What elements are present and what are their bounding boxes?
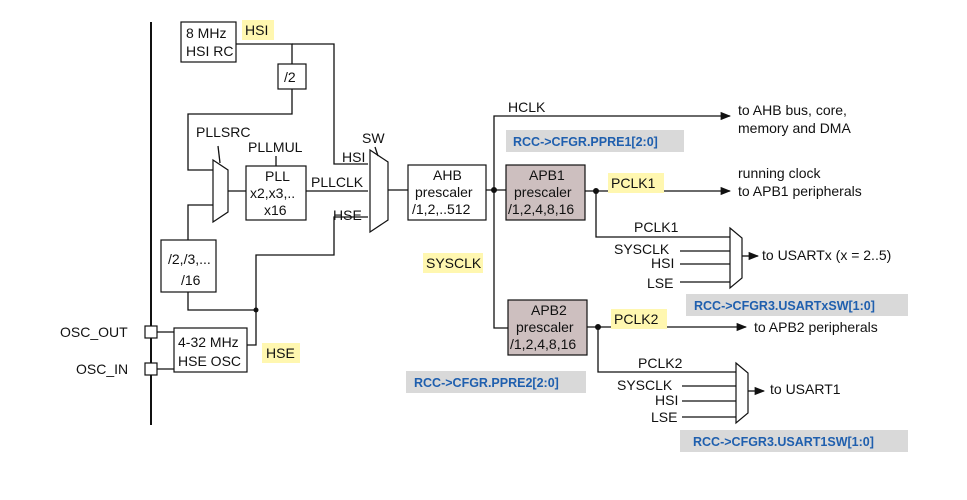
pllsrc-mux[interactable] — [212, 158, 229, 224]
sw-label: SW — [362, 130, 385, 146]
sysmux-hse-label: HSE — [333, 207, 362, 223]
usartxsw-register-bg — [686, 294, 908, 316]
apb2-label-line1: APB2 — [531, 302, 567, 318]
hse-osc-label-line2: HSE OSC — [178, 353, 241, 369]
sysclk-tag-highlight — [423, 253, 483, 273]
hse-prediv-label-line1: /2,/3,... — [168, 251, 211, 267]
apb1-dest-line1: running clock — [738, 165, 821, 181]
ppre1-register-bg — [506, 130, 684, 152]
pll-label-line1: PLL — [265, 168, 290, 184]
hsi-div2-label: /2 — [284, 69, 296, 85]
prediv-to-pllsrc-wire — [187, 204, 213, 240]
hsi-tag-highlight — [242, 20, 274, 40]
apb2-prescaler-box — [507, 299, 588, 356]
hse-to-prediv-wire — [187, 292, 256, 311]
div2-to-pllsrc-wire — [187, 89, 293, 171]
pllmul-label: PLLMUL — [248, 139, 303, 155]
usart1-in-sysclk: SYSCLK — [617, 377, 673, 393]
usartx-dest: to USARTx (x = 2..5) — [762, 247, 891, 263]
ahb-label-line1: AHB — [433, 167, 462, 183]
usart1sw-register: RCC->CFGR3.USART1SW[1:0] — [693, 435, 874, 449]
hse-prediv-box — [160, 239, 217, 293]
apb1-label-line1: APB1 — [529, 167, 565, 183]
hsi-rc-box — [180, 21, 237, 63]
apb2-dest: to APB2 peripherals — [754, 319, 878, 335]
hse-osc-label-line1: 4-32 MHz — [178, 334, 239, 350]
ahb-prescaler-box — [407, 164, 487, 221]
ahb-label-line2: prescaler — [415, 184, 473, 200]
hclk-wire — [493, 111, 732, 190]
usart1-dest: to USART1 — [770, 381, 841, 397]
usart1sw-register-bg — [680, 430, 908, 452]
hse-tag-highlight — [262, 343, 300, 363]
usart1-in-pclk2: PCLK2 — [638, 355, 683, 371]
pll-label-line2: x2,x3,.. — [250, 185, 295, 201]
osc-in-label: OSC_IN — [76, 361, 128, 377]
ppre1-register: RCC->CFGR.PPRE1[2:0] — [513, 135, 658, 149]
hsi-rc-label-line2: HSI RC — [186, 43, 233, 59]
usartx-in-pclk1: PCLK1 — [634, 219, 679, 235]
usartxsw-register: RCC->CFGR3.USARTxSW[1:0] — [694, 299, 875, 313]
osc-in-pin[interactable] — [144, 362, 158, 376]
usartx-mux[interactable] — [729, 226, 743, 290]
usartx-in-hsi: HSI — [651, 255, 674, 271]
hclk-label: HCLK — [508, 99, 546, 115]
ahb-label-line3: /1,2,..512 — [412, 201, 471, 217]
usartx-in-lse: LSE — [647, 275, 673, 291]
hsi-tag: HSI — [245, 22, 268, 38]
pll-box — [245, 165, 307, 221]
apb1-prescaler-box — [505, 164, 586, 221]
sysclk-tag: SYSCLK — [426, 255, 482, 271]
osc-out-pin[interactable] — [144, 325, 158, 339]
pclk2-tag-highlight — [611, 309, 667, 329]
usartx-pclk1-wire — [595, 191, 730, 238]
hclk-dest-line2: memory and DMA — [738, 120, 851, 136]
hse-junction-dot — [253, 307, 259, 313]
hclk-dest-line1: to AHB bus, core, — [738, 102, 847, 118]
pclk2-tag: PCLK2 — [614, 311, 659, 327]
sysmux-hsi-label: HSI — [342, 149, 365, 165]
hse-tag: HSE — [266, 345, 295, 361]
ppre2-register: RCC->CFGR.PPRE2[2:0] — [414, 376, 559, 390]
sw-select-line — [374, 146, 379, 157]
pllsrc-label: PLLSRC — [196, 124, 250, 140]
hsi-to-sysmux-wire — [292, 43, 368, 165]
apb1-dest-line2: to APB1 peripherals — [738, 183, 862, 199]
apb2-label-line2: prescaler — [516, 319, 574, 335]
hsi-to-div2-wire — [236, 43, 293, 64]
osc-out-label: OSC_OUT — [60, 324, 128, 340]
pclk1-tag-highlight — [608, 173, 664, 193]
pll-label-line3: x16 — [264, 202, 287, 218]
sysclk-mux[interactable] — [369, 148, 389, 234]
hclk-to-apb2-wire — [493, 190, 508, 329]
apb1-label-line3: /1,2,4,8,16 — [508, 201, 574, 217]
usart1-mux[interactable] — [735, 361, 749, 425]
hse-prediv-label-line2: /16 — [181, 272, 201, 288]
usart1-in-lse: LSE — [651, 409, 677, 425]
pllclk-label: PLLCLK — [311, 174, 364, 190]
usartx-in-sysclk: SYSCLK — [614, 241, 670, 257]
usart1-in-hsi: HSI — [655, 392, 678, 408]
hse-to-sysmux-wire — [255, 216, 368, 310]
apb1-label-line2: prescaler — [514, 184, 572, 200]
ppre2-register-bg — [406, 371, 586, 393]
pllsrc-select-line — [217, 145, 221, 164]
hse-up-wire — [247, 310, 257, 346]
hsi-rc-label-line1: 8 MHz — [186, 25, 226, 41]
usart1-pclk2-wire — [597, 327, 736, 373]
apb2-label-line3: /1,2,4,8,16 — [510, 336, 576, 352]
hse-osc-box — [173, 327, 248, 373]
pclk1-tag: PCLK1 — [611, 175, 656, 191]
